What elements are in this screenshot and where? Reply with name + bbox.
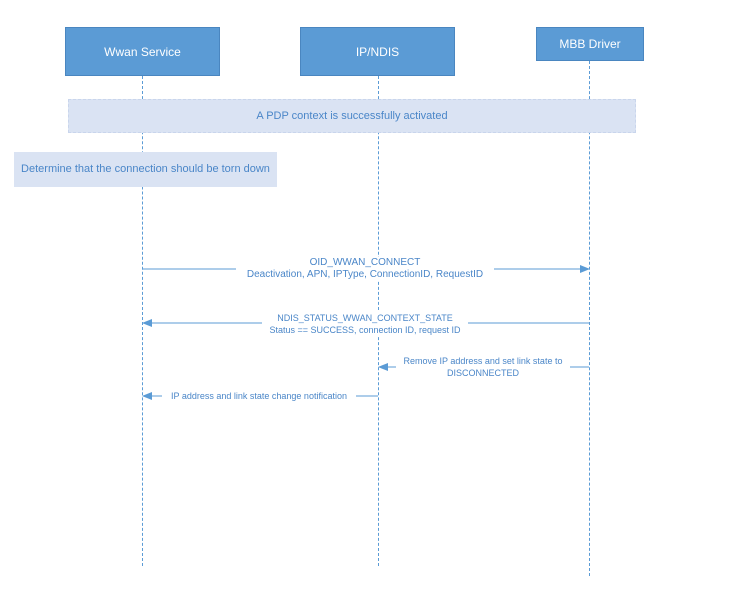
message-remove-ip-text: Remove IP address and set link state to …	[403, 356, 563, 378]
participant-label: MBB Driver	[559, 37, 621, 51]
message-connect-name: OID_WWAN_CONNECT	[309, 257, 421, 268]
participant-label: Wwan Service	[104, 44, 181, 59]
message-notification: IP address and link state change notific…	[162, 390, 356, 402]
message-connect: OID_WWAN_CONNECT Deactivation, APN, IPTy…	[236, 257, 494, 281]
participant-wwan-service: Wwan Service	[65, 27, 220, 76]
message-remove-ip: Remove IP address and set link state to …	[396, 355, 570, 379]
banner-teardown: Determine that the connection should be …	[14, 152, 277, 187]
lifeline-mbb-driver	[589, 61, 590, 576]
banner-pdp-context: A PDP context is successfully activated	[68, 99, 636, 133]
banner-text: Determine that the connection should be …	[21, 163, 270, 175]
message-notification-text: IP address and link state change notific…	[171, 391, 347, 401]
participant-label: IP/NDIS	[355, 44, 400, 59]
message-context-state-name: NDIS_STATUS_WWAN_CONTEXT_STATE	[277, 313, 453, 323]
message-context-state: NDIS_STATUS_WWAN_CONTEXT_STATE Status ==…	[262, 312, 468, 336]
message-context-state-params: Status == SUCCESS, connection ID, reques…	[269, 325, 461, 335]
message-connect-params: Deactivation, APN, IPType, ConnectionID,…	[246, 269, 484, 280]
participant-ip-ndis: IP/NDIS	[300, 27, 455, 76]
banner-text: A PDP context is successfully activated	[256, 110, 448, 122]
participant-mbb-driver: MBB Driver	[536, 27, 644, 61]
